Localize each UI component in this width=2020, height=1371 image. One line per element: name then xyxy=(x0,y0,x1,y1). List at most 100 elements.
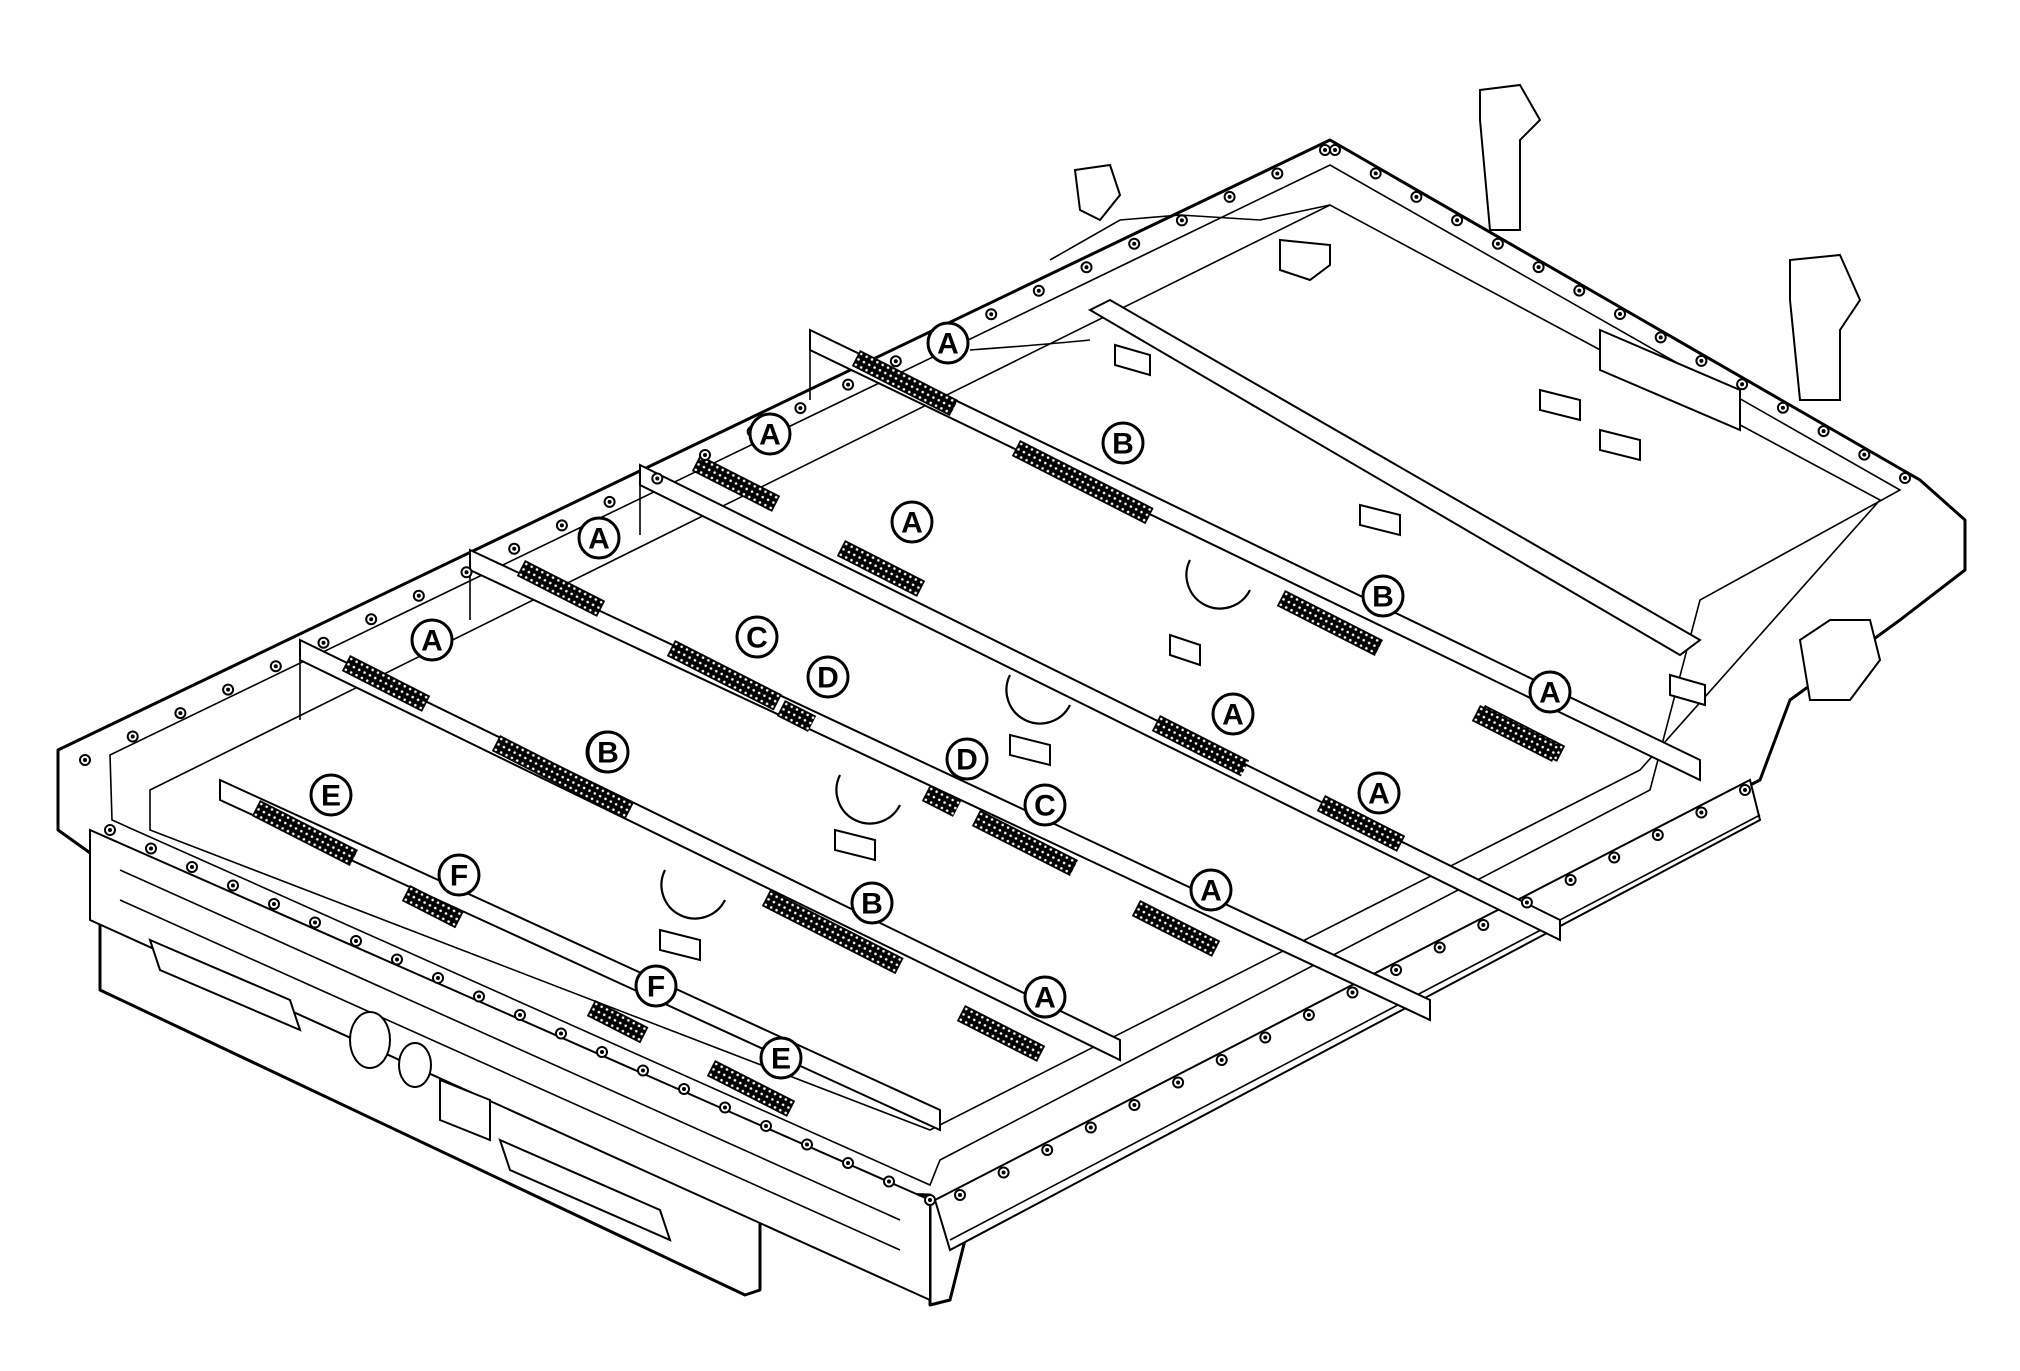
callout-f: F xyxy=(634,964,678,1008)
bolt-center xyxy=(1132,241,1137,246)
connector-strips xyxy=(251,350,1566,1117)
bolt-center xyxy=(1481,923,1486,927)
bolt-center xyxy=(887,1179,891,1184)
callout-label: F xyxy=(450,860,468,893)
callout-a: A xyxy=(410,618,454,662)
bolt-center xyxy=(1577,288,1582,293)
bolt-center xyxy=(1618,312,1622,316)
bolt-center xyxy=(416,593,421,598)
bolt-center xyxy=(1045,1148,1050,1152)
connector-strip xyxy=(516,560,606,617)
bolt-center xyxy=(559,523,564,528)
callout-label: A xyxy=(937,328,959,361)
callout-label: F xyxy=(647,971,665,1004)
bolt-center xyxy=(846,1161,850,1165)
connector-strip xyxy=(586,1000,649,1044)
callout-label: A xyxy=(1222,699,1244,732)
callout-leader xyxy=(969,339,1091,351)
bolt-center xyxy=(1455,218,1460,223)
callout-label: C xyxy=(1034,790,1056,823)
bolt-center xyxy=(764,1124,768,1128)
bolt-center xyxy=(1333,148,1337,152)
bolt-center xyxy=(354,939,358,943)
bolt-center xyxy=(607,499,612,504)
callout-b: B xyxy=(586,730,630,774)
bolt-center xyxy=(989,312,994,317)
connector-strip xyxy=(251,800,359,866)
callout-a: A xyxy=(577,516,621,560)
callout-b: B xyxy=(1101,421,1145,465)
connector-strip xyxy=(921,785,962,817)
brackets xyxy=(148,83,1882,1242)
callout-d: D xyxy=(945,737,989,781)
connector-strip xyxy=(761,890,904,975)
callout-label: B xyxy=(861,888,883,921)
callout-b: B xyxy=(850,881,894,925)
bolt-center xyxy=(190,865,194,869)
bolt-center xyxy=(1350,990,1355,995)
connector-strip xyxy=(491,735,634,820)
flange-bolts xyxy=(79,144,1911,1206)
bolt-center xyxy=(512,546,517,551)
bolt-center xyxy=(1132,1103,1137,1107)
bolt-center xyxy=(518,1013,522,1017)
callout-label: D xyxy=(956,744,978,777)
callout-label: A xyxy=(1368,778,1390,811)
bolt-center xyxy=(231,883,235,888)
bolt-center xyxy=(1176,1080,1181,1085)
connector-strip xyxy=(1011,440,1154,525)
connector-strip xyxy=(1471,705,1561,762)
callout-c: C xyxy=(1023,783,1067,827)
connector-strip xyxy=(956,1004,1046,1062)
bolt-center xyxy=(1780,405,1785,410)
bolt-center xyxy=(178,711,183,716)
bolt-center xyxy=(1219,1058,1224,1062)
callout-label: C xyxy=(746,622,768,655)
bolt-center xyxy=(1658,335,1663,340)
connector-strip xyxy=(706,1060,796,1117)
connector-strip xyxy=(401,885,464,929)
rib-cutouts xyxy=(660,559,1251,920)
connector-strip xyxy=(1276,590,1384,656)
callout-a: A xyxy=(1528,670,1572,714)
callout-d: D xyxy=(806,655,850,699)
connector-strip xyxy=(836,540,926,597)
bolt-center xyxy=(928,1198,932,1202)
bolt-center xyxy=(1394,968,1399,972)
bolt-center xyxy=(130,734,135,739)
connector-strip xyxy=(851,350,959,416)
bolt-center xyxy=(1275,171,1280,176)
connector-strip xyxy=(691,455,781,512)
bolt-center xyxy=(1088,1125,1093,1130)
bolt-center xyxy=(682,1087,686,1091)
bolt-center xyxy=(1373,171,1378,176)
bolt-center xyxy=(641,1068,645,1073)
callout-a: A xyxy=(1357,771,1401,815)
bolt-center xyxy=(273,664,278,669)
callout-label: E xyxy=(321,780,341,813)
callout-label: A xyxy=(1034,982,1056,1015)
bolt-center xyxy=(655,476,660,481)
bolt-center xyxy=(846,382,851,387)
bolt-center xyxy=(1862,452,1867,457)
bolt-center xyxy=(272,902,276,906)
bolt-center xyxy=(1740,382,1745,387)
bolt-center xyxy=(226,687,231,692)
bolt-center xyxy=(1903,476,1907,480)
callout-c: C xyxy=(735,615,779,659)
bolt-center xyxy=(313,920,317,925)
bolt-center xyxy=(1612,855,1617,860)
callout-label: A xyxy=(421,625,443,658)
bolt-center xyxy=(1437,945,1442,950)
connector-strip xyxy=(666,640,782,711)
bolt-center xyxy=(798,406,803,411)
bolt-center xyxy=(477,994,481,999)
bolt-center xyxy=(893,359,898,364)
bolt-center xyxy=(805,1142,809,1147)
bolt-center xyxy=(559,1031,563,1036)
bolt-center xyxy=(703,453,707,457)
bolt-center xyxy=(436,976,440,980)
bolt-center xyxy=(1414,194,1419,199)
bolt-center xyxy=(321,640,326,645)
